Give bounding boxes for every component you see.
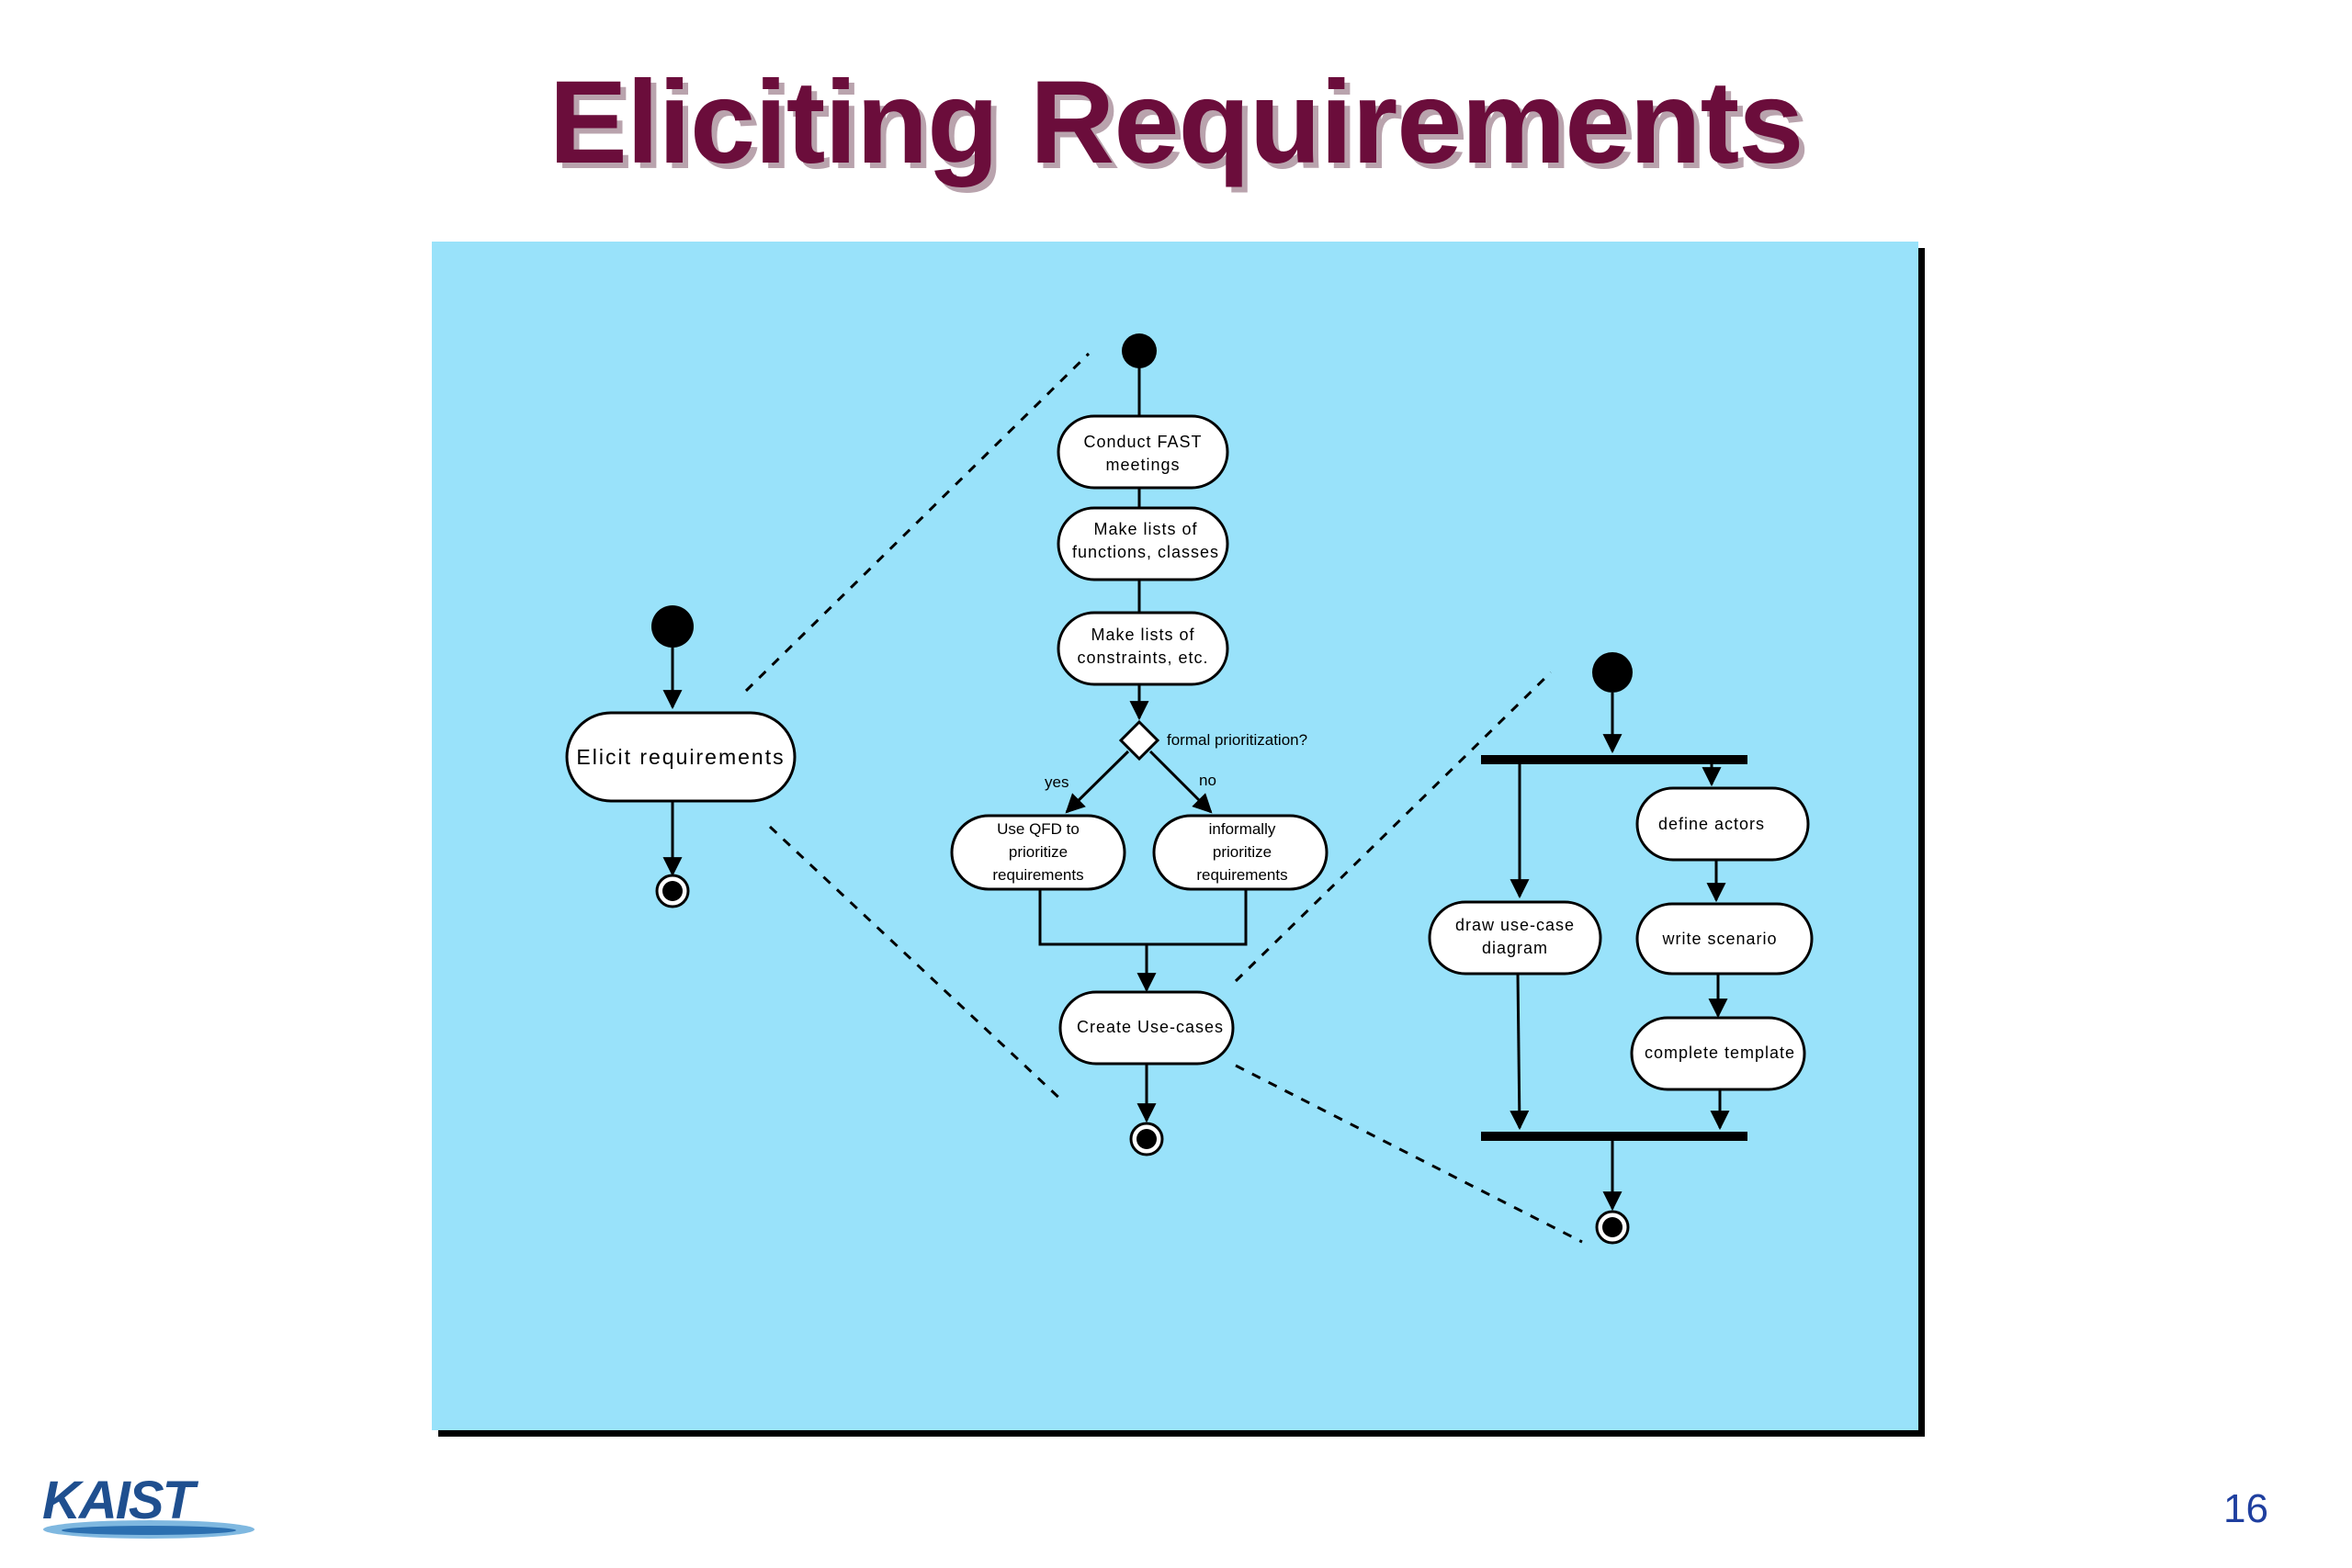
requirements-detail-diagram: Conduct FAST meetings Make lists of func…: [950, 333, 1329, 1156]
kaist-logo-text: KAIST: [42, 1471, 195, 1530]
activity-create-use-cases-label: Create Use-cases: [1077, 1018, 1224, 1036]
page-number: 16: [2223, 1486, 2268, 1531]
kaist-logo: [43, 1520, 254, 1539]
activity-elicit-requirements: [565, 711, 797, 803]
flow-arrow: [1510, 973, 1530, 1131]
activity-complete-template-label: complete template: [1645, 1043, 1795, 1062]
top-level-diagram: Elicit requirements: [565, 605, 797, 908]
activity-draw-use-case-diagram-label-1: draw use-case: [1455, 916, 1575, 934]
activity-write-scenario: [1635, 902, 1814, 976]
activity-define-actors: [1635, 786, 1810, 862]
slide-title: Eliciting Requirements: [548, 57, 1804, 188]
activity-lists-functions-label-2: functions, classes: [1072, 543, 1219, 561]
guard-yes: yes: [1045, 773, 1069, 791]
activity-conduct-fast-label-1: Conduct FAST: [1083, 433, 1202, 451]
activity-lists-constraints-label-1: Make lists of: [1091, 626, 1194, 644]
join-bar: [1481, 1132, 1747, 1141]
decision-diamond: [1118, 719, 1160, 761]
decision-question: formal prioritization?: [1167, 731, 1307, 749]
activity-informally-prioritize-label-1: informally: [1209, 820, 1276, 838]
flow-arrow-yes: [1065, 750, 1130, 814]
activity-define-actors-label: define actors: [1658, 815, 1765, 833]
end-node: [662, 881, 683, 901]
activity-use-qfd: [950, 814, 1126, 891]
end-node: [1136, 1129, 1157, 1149]
merge-lines: [1038, 889, 1248, 946]
activity-draw-use-case-diagram-label-2: diagram: [1482, 939, 1548, 957]
zoom-lines: [744, 352, 1583, 1244]
activity-complete-template: [1630, 1016, 1806, 1091]
logo-swoosh-inner: [62, 1526, 236, 1535]
activity-draw-use-case-diagram: [1428, 900, 1602, 976]
activity-lists-functions: [1057, 506, 1229, 581]
fork-bar: [1481, 755, 1747, 764]
activity-conduct-fast: [1057, 414, 1229, 490]
activity-elicit-requirements-label: Elicit requirements: [576, 745, 785, 769]
activity-lists-functions-label-1: Make lists of: [1093, 520, 1197, 538]
activity-use-qfd-label-1: Use QFD to: [997, 820, 1080, 838]
activity-write-scenario-label: write scenario: [1661, 930, 1777, 948]
use-case-detail-diagram: define actors draw use-case diagram writ…: [1428, 652, 1814, 1245]
activity-use-qfd-label-2: prioritize: [1009, 843, 1068, 861]
activity-informally-prioritize: [1152, 814, 1329, 891]
guard-no: no: [1199, 772, 1216, 789]
start-node: [651, 605, 694, 648]
activity-informally-prioritize-label-3: requirements: [1196, 866, 1287, 884]
activity-use-qfd-label-3: requirements: [992, 866, 1083, 884]
activity-lists-constraints-label-2: constraints, etc.: [1077, 649, 1208, 667]
start-node: [1122, 333, 1157, 368]
flow-arrow-no: [1148, 750, 1213, 814]
activity-conduct-fast-label-2: meetings: [1105, 456, 1180, 474]
start-node: [1592, 652, 1633, 693]
activity-informally-prioritize-label-2: prioritize: [1213, 843, 1272, 861]
activity-lists-constraints: [1057, 611, 1229, 686]
end-node: [1602, 1217, 1623, 1237]
